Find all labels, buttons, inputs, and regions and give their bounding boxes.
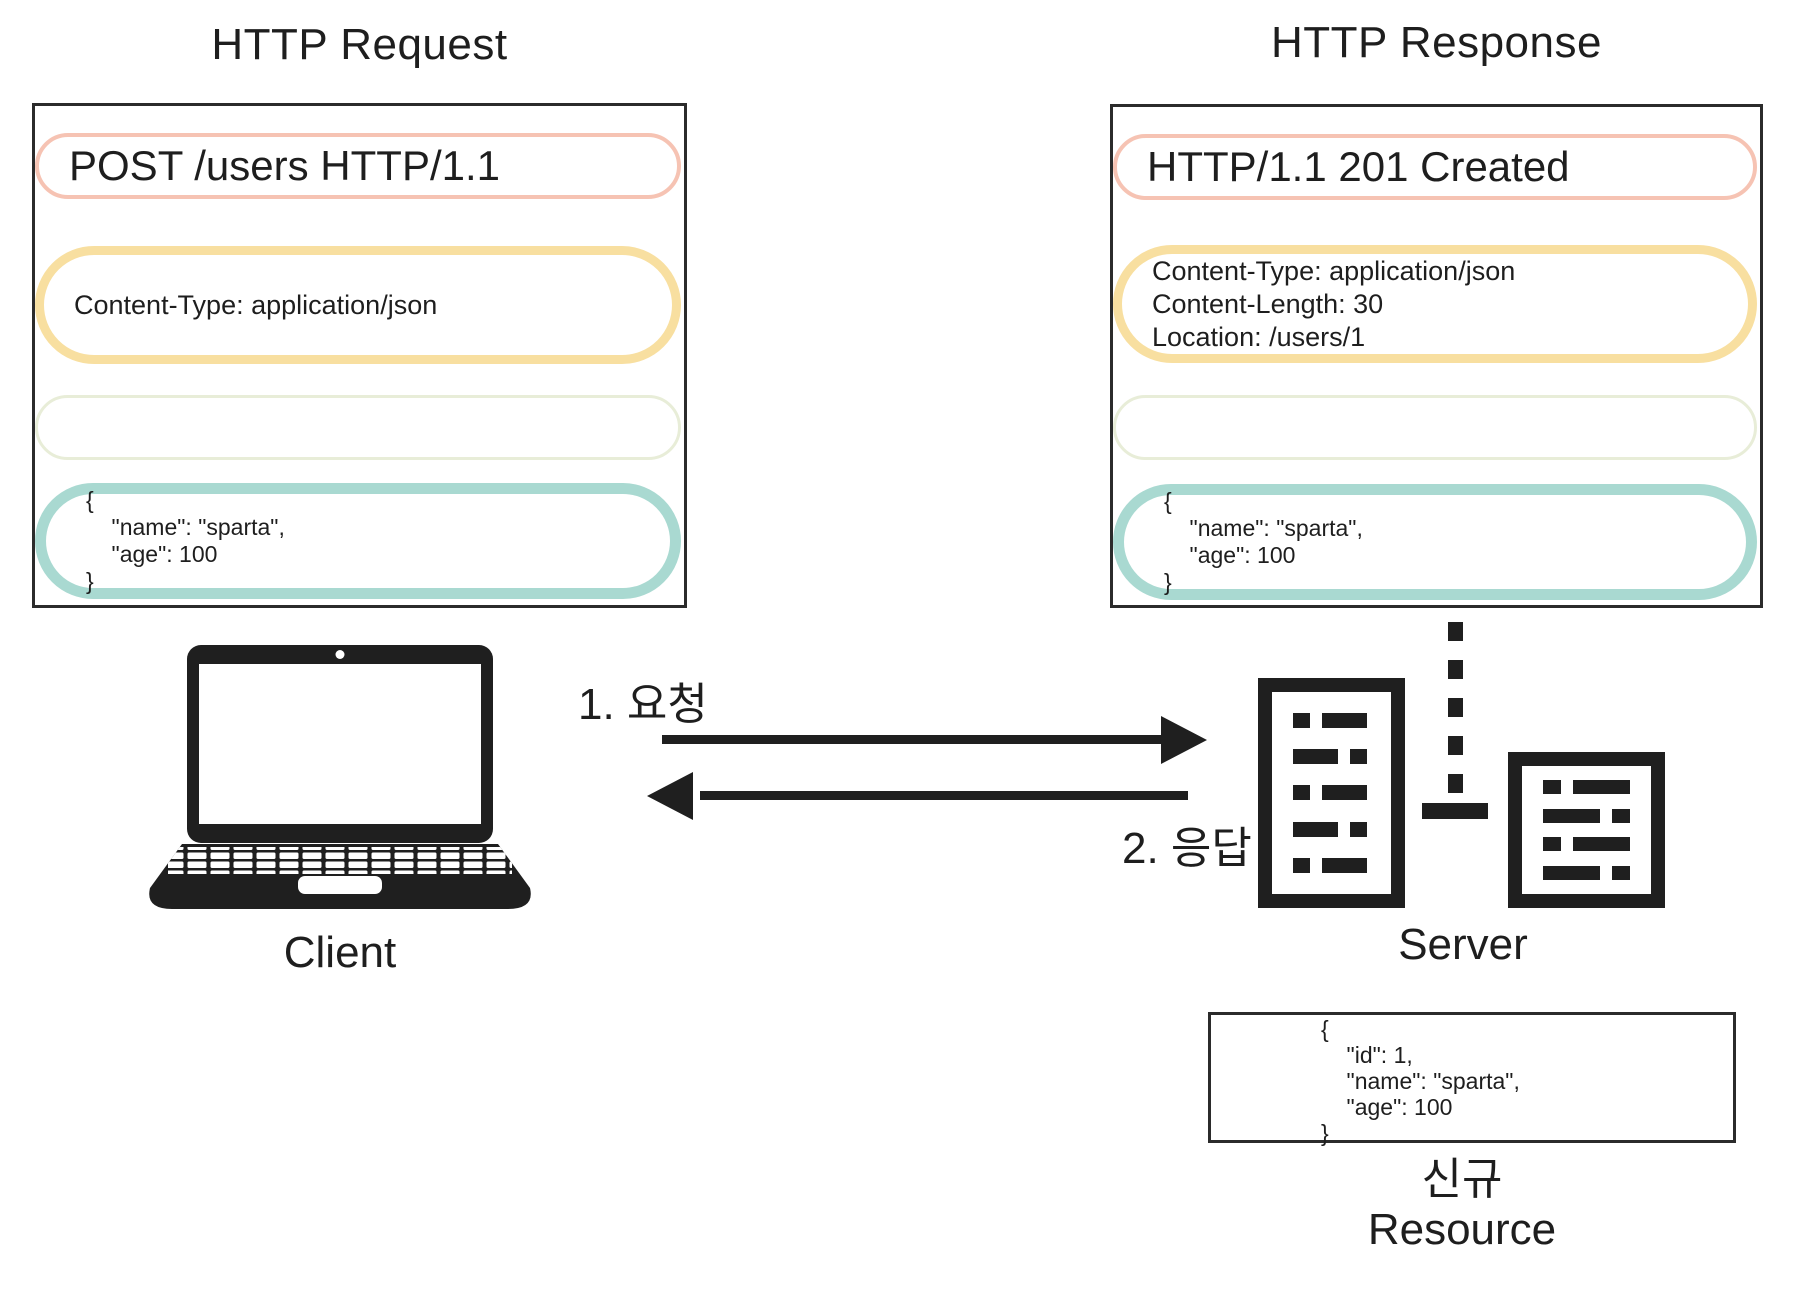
- laptop-icon: [149, 645, 531, 909]
- response-title: HTTP Response: [1271, 18, 1602, 67]
- response-arrow-shaft: [700, 791, 1188, 800]
- response-empty-pill: [1113, 395, 1757, 460]
- response-status-line: HTTP/1.1 201 Created: [1147, 143, 1570, 190]
- request-arrow-shaft: [662, 735, 1167, 744]
- server-rack-left-icon: [1258, 678, 1405, 908]
- client-label: Client: [283, 928, 397, 977]
- resource-box: { "id": 1, "name": "sparta", "age": 100 …: [1208, 1012, 1736, 1146]
- request-arrow-label: 1. 요청: [578, 680, 708, 729]
- request-headers: Content-Type: application/json: [74, 289, 438, 320]
- dashed-connector: [1448, 622, 1463, 794]
- request-arrow-head-icon: [1161, 716, 1207, 764]
- response-arrow-label: 2. 응답: [1122, 824, 1252, 873]
- http-response-panel: HTTP/1.1 201 Created Content-Type: appli…: [1110, 104, 1763, 608]
- request-body: { "name": "sparta", "age": 100 }: [86, 487, 285, 594]
- request-start-line-pill: POST /users HTTP/1.1: [35, 133, 681, 199]
- server-rack-right-icon: [1508, 752, 1665, 908]
- response-headers-pill: Content-Type: application/json Content-L…: [1113, 245, 1757, 363]
- request-empty-pill: [35, 395, 681, 460]
- resource-json: { "id": 1, "name": "sparta", "age": 100 …: [1321, 1016, 1520, 1146]
- request-headers-pill: Content-Type: application/json: [35, 246, 681, 364]
- request-start-line: POST /users HTTP/1.1: [69, 142, 501, 189]
- resource-label: 신규 Resource: [1367, 1155, 1557, 1254]
- response-body: { "name": "sparta", "age": 100 }: [1164, 488, 1363, 595]
- response-headers: Content-Type: application/json Content-L…: [1152, 255, 1516, 352]
- response-arrow-head-icon: [647, 772, 693, 820]
- request-title: HTTP Request: [211, 20, 508, 69]
- request-body-pill: { "name": "sparta", "age": 100 }: [35, 483, 681, 599]
- dashed-connector-endbar: [1422, 803, 1488, 819]
- response-status-line-pill: HTTP/1.1 201 Created: [1113, 134, 1757, 200]
- server-label: Server: [1398, 920, 1528, 969]
- http-request-panel: POST /users HTTP/1.1 Content-Type: appli…: [32, 103, 687, 608]
- response-body-pill: { "name": "sparta", "age": 100 }: [1113, 484, 1757, 600]
